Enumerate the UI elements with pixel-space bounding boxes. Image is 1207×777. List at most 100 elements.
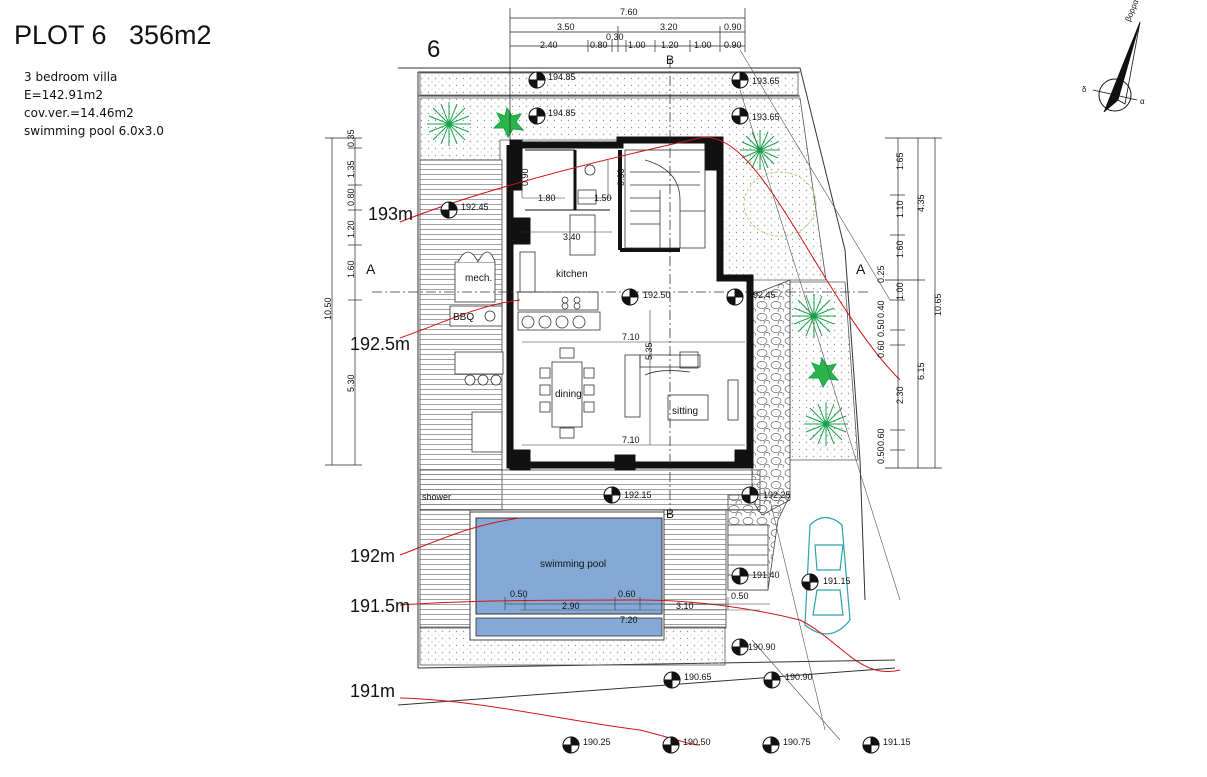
dimension-label: 0.60: [876, 428, 886, 446]
dimension-label: 1.00: [694, 40, 712, 50]
swimming-pool: [469, 511, 665, 641]
plot-area: 356m2: [129, 20, 212, 50]
contour-label: 191m: [350, 681, 395, 701]
dimension-label: 2.30: [895, 386, 905, 404]
dimension-label: 0.60: [618, 589, 636, 599]
contour-label: 191.5m: [350, 596, 410, 616]
level-value: 190.65: [684, 672, 712, 682]
level-value: 190.50: [683, 737, 711, 747]
dimension-label: 0.90: [616, 168, 626, 186]
level-value: 191.15: [883, 737, 911, 747]
dimension-label: 4.35: [916, 194, 926, 212]
dimension-lines-pool: [504, 597, 770, 610]
level-value: 193.65: [752, 112, 780, 122]
dimension-label: 3.10: [676, 601, 694, 611]
dimension-label: 1.65: [895, 152, 905, 170]
dimension-label: 10.65: [933, 293, 943, 316]
section-label: B: [666, 507, 674, 521]
dimension-label: 0.50: [731, 591, 749, 601]
level-value: 193.65: [752, 76, 780, 86]
info-line: swimming pool 6.0x3.0: [24, 124, 164, 138]
info-line: E=142.91m2: [24, 88, 103, 102]
dimension-label: 0.60: [876, 340, 886, 358]
dimension-label: 0.40: [876, 300, 886, 318]
dimension-label: 0.50: [876, 319, 886, 337]
dimension-label: 0.35: [346, 129, 356, 147]
dimension-label: 6.15: [916, 362, 926, 380]
level-value: 194.85: [548, 108, 576, 118]
level-value: 192.45: [461, 202, 489, 212]
section-label: B: [666, 53, 674, 67]
trees: [427, 102, 848, 446]
stone-path: [751, 279, 791, 516]
level-value: 194.85: [548, 72, 576, 82]
dimension-label: 7.20: [620, 615, 638, 625]
dimension-label: 3.50: [557, 22, 575, 32]
level-value: 191.15: [823, 576, 851, 586]
dimension-label: 7.60: [620, 7, 638, 17]
level-value: 192.50: [643, 290, 671, 300]
room-label-pool: swimming pool: [540, 559, 606, 570]
dimension-label: 1.50: [594, 193, 612, 203]
dimension-lines-top: [509, 8, 746, 140]
level-value: 190.75: [783, 737, 811, 747]
info-line: cov.ver.=14.46m2: [24, 106, 134, 120]
north-arrow-icon: [1092, 21, 1141, 113]
level-value: 190.90: [748, 642, 776, 652]
dimension-lines-right: [885, 137, 942, 469]
compass-label: α: [1140, 97, 1145, 106]
dimension-label: 0.50: [510, 589, 528, 599]
car: [804, 516, 851, 635]
level-markers: [440, 71, 880, 754]
dimension-label: 1.20: [661, 40, 679, 50]
contour-lines: [399, 136, 901, 746]
room-label-kitchen: kitchen: [556, 269, 588, 280]
house-walls: [506, 136, 754, 471]
dimension-label: 1.00: [895, 282, 905, 300]
dimension-label: 3.20: [660, 22, 678, 32]
compass-label: δ: [1082, 85, 1087, 94]
room-label-shower: shower: [422, 492, 451, 502]
dimension-label: 0.25: [876, 265, 886, 283]
dimension-label: 10.50: [323, 297, 333, 320]
dimension-label: 1.60: [346, 260, 356, 278]
plot-title: PLOT 6: [14, 20, 107, 50]
level-value: 191.40: [752, 570, 780, 580]
section-label: A: [366, 261, 376, 277]
room-label-sitting: sitting: [672, 406, 698, 417]
room-label-bbq: BBQ: [453, 312, 474, 323]
section-marks: [372, 58, 870, 515]
dimension-label: 1.80: [538, 193, 556, 203]
dimension-label: 0.80: [590, 40, 608, 50]
room-label-mech: mech.: [465, 273, 492, 284]
dimension-lines-interior: [521, 160, 745, 446]
room-label-dining: dining: [555, 389, 582, 400]
dimension-label: 1.60: [895, 240, 905, 258]
contour-label: 192.5m: [350, 334, 410, 354]
dimension-label: 7.10: [622, 332, 640, 342]
section-label: A: [856, 261, 866, 277]
dimension-label: 1.00: [628, 40, 646, 50]
contour-label: 192m: [350, 546, 395, 566]
dimension-label: 0.30: [606, 32, 624, 42]
dimension-label: 1.20: [346, 220, 356, 238]
staircase: [624, 149, 706, 249]
dimension-label: 0.90: [520, 168, 530, 186]
dimension-label: 2.40: [540, 40, 558, 50]
level-value: 190.90: [785, 672, 813, 682]
kitchen-fittings: [517, 164, 601, 331]
level-value: 192.25: [763, 490, 791, 500]
dimension-label: 1.35: [346, 160, 356, 178]
contour-label: 193m: [368, 204, 413, 224]
dimension-lines-left: [325, 137, 362, 466]
info-line: 3 bedroom villa: [24, 70, 118, 84]
dimension-label: 2.90: [562, 601, 580, 611]
dimension-label: 0.90: [724, 22, 742, 32]
dimension-label: 1.10: [895, 200, 905, 218]
dimension-label: 3.40: [563, 232, 581, 242]
compass-label: βορρας: [1124, 0, 1142, 23]
level-value: 192.15: [624, 490, 652, 500]
outdoor-furniture: [449, 251, 504, 453]
dimension-label: 0.80: [346, 188, 356, 206]
